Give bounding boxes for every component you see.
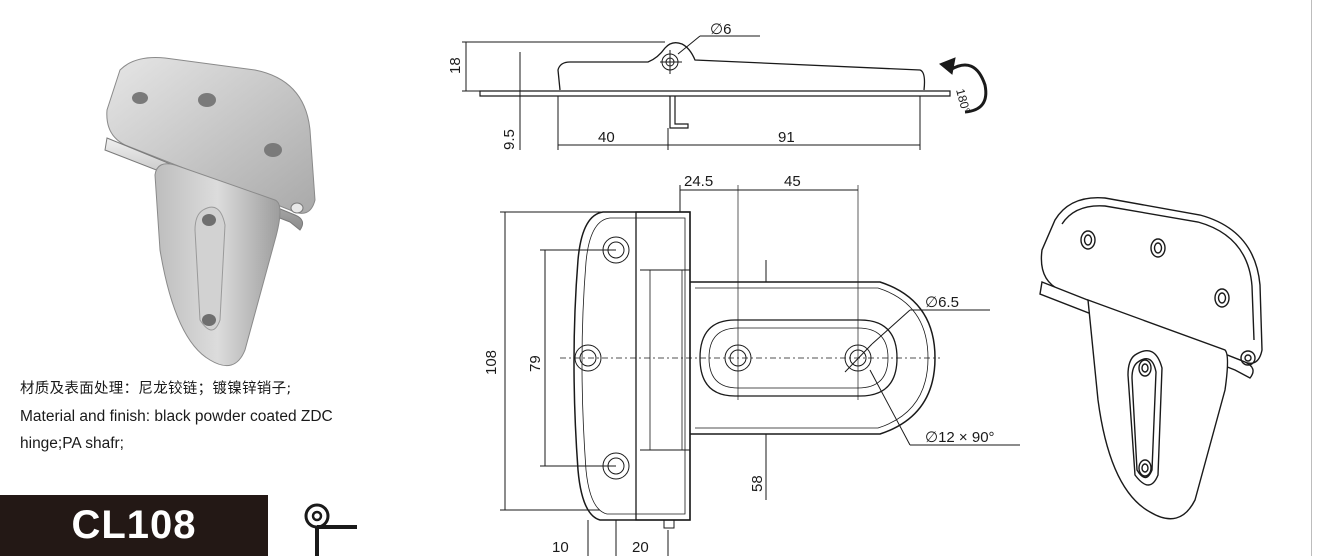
description-chinese: 材质及表面处理：尼龙铰链；镀镍锌销子; bbox=[20, 381, 292, 397]
model-code: CL108 bbox=[71, 503, 197, 547]
dim-length-40: 40 bbox=[598, 129, 615, 146]
dim-20: 20 bbox=[632, 539, 649, 556]
perspective-line-drawing bbox=[1039, 196, 1263, 520]
dim-rotation: 180° bbox=[953, 87, 973, 115]
technical-drawing: ∅6 18 9.5 40 91 180° 24.5 45 108 79 58 1… bbox=[447, 21, 1020, 556]
dim-length-91: 91 bbox=[778, 129, 795, 146]
dim-108: 108 bbox=[483, 350, 500, 375]
dim-45: 45 bbox=[784, 173, 801, 190]
model-code-badge: CL108 bbox=[0, 495, 268, 556]
dim-height-9-5: 9.5 bbox=[501, 129, 518, 150]
material-description: 材质及表面处理：尼龙铰链；镀镍锌销子; Material and finish:… bbox=[20, 376, 438, 457]
product-photo bbox=[104, 57, 316, 367]
dim-24-5: 24.5 bbox=[684, 173, 713, 190]
description-english-line1: Material and finish: black powder coated… bbox=[20, 408, 333, 425]
dim-58: 58 bbox=[749, 475, 766, 492]
dim-10: 10 bbox=[552, 539, 569, 556]
page-border-right bbox=[1311, 0, 1312, 556]
dim-hole-diameter: ∅6 bbox=[710, 21, 731, 38]
dim-height-18: 18 bbox=[447, 57, 464, 74]
hinge-symbol-icon bbox=[304, 503, 357, 556]
dim-79: 79 bbox=[527, 355, 544, 372]
description-english-line2: hinge;PA shafr; bbox=[20, 435, 124, 452]
dim-countersink: ∅12 × 90° bbox=[925, 429, 995, 446]
dim-slot-diameter: ∅6.5 bbox=[925, 294, 959, 311]
